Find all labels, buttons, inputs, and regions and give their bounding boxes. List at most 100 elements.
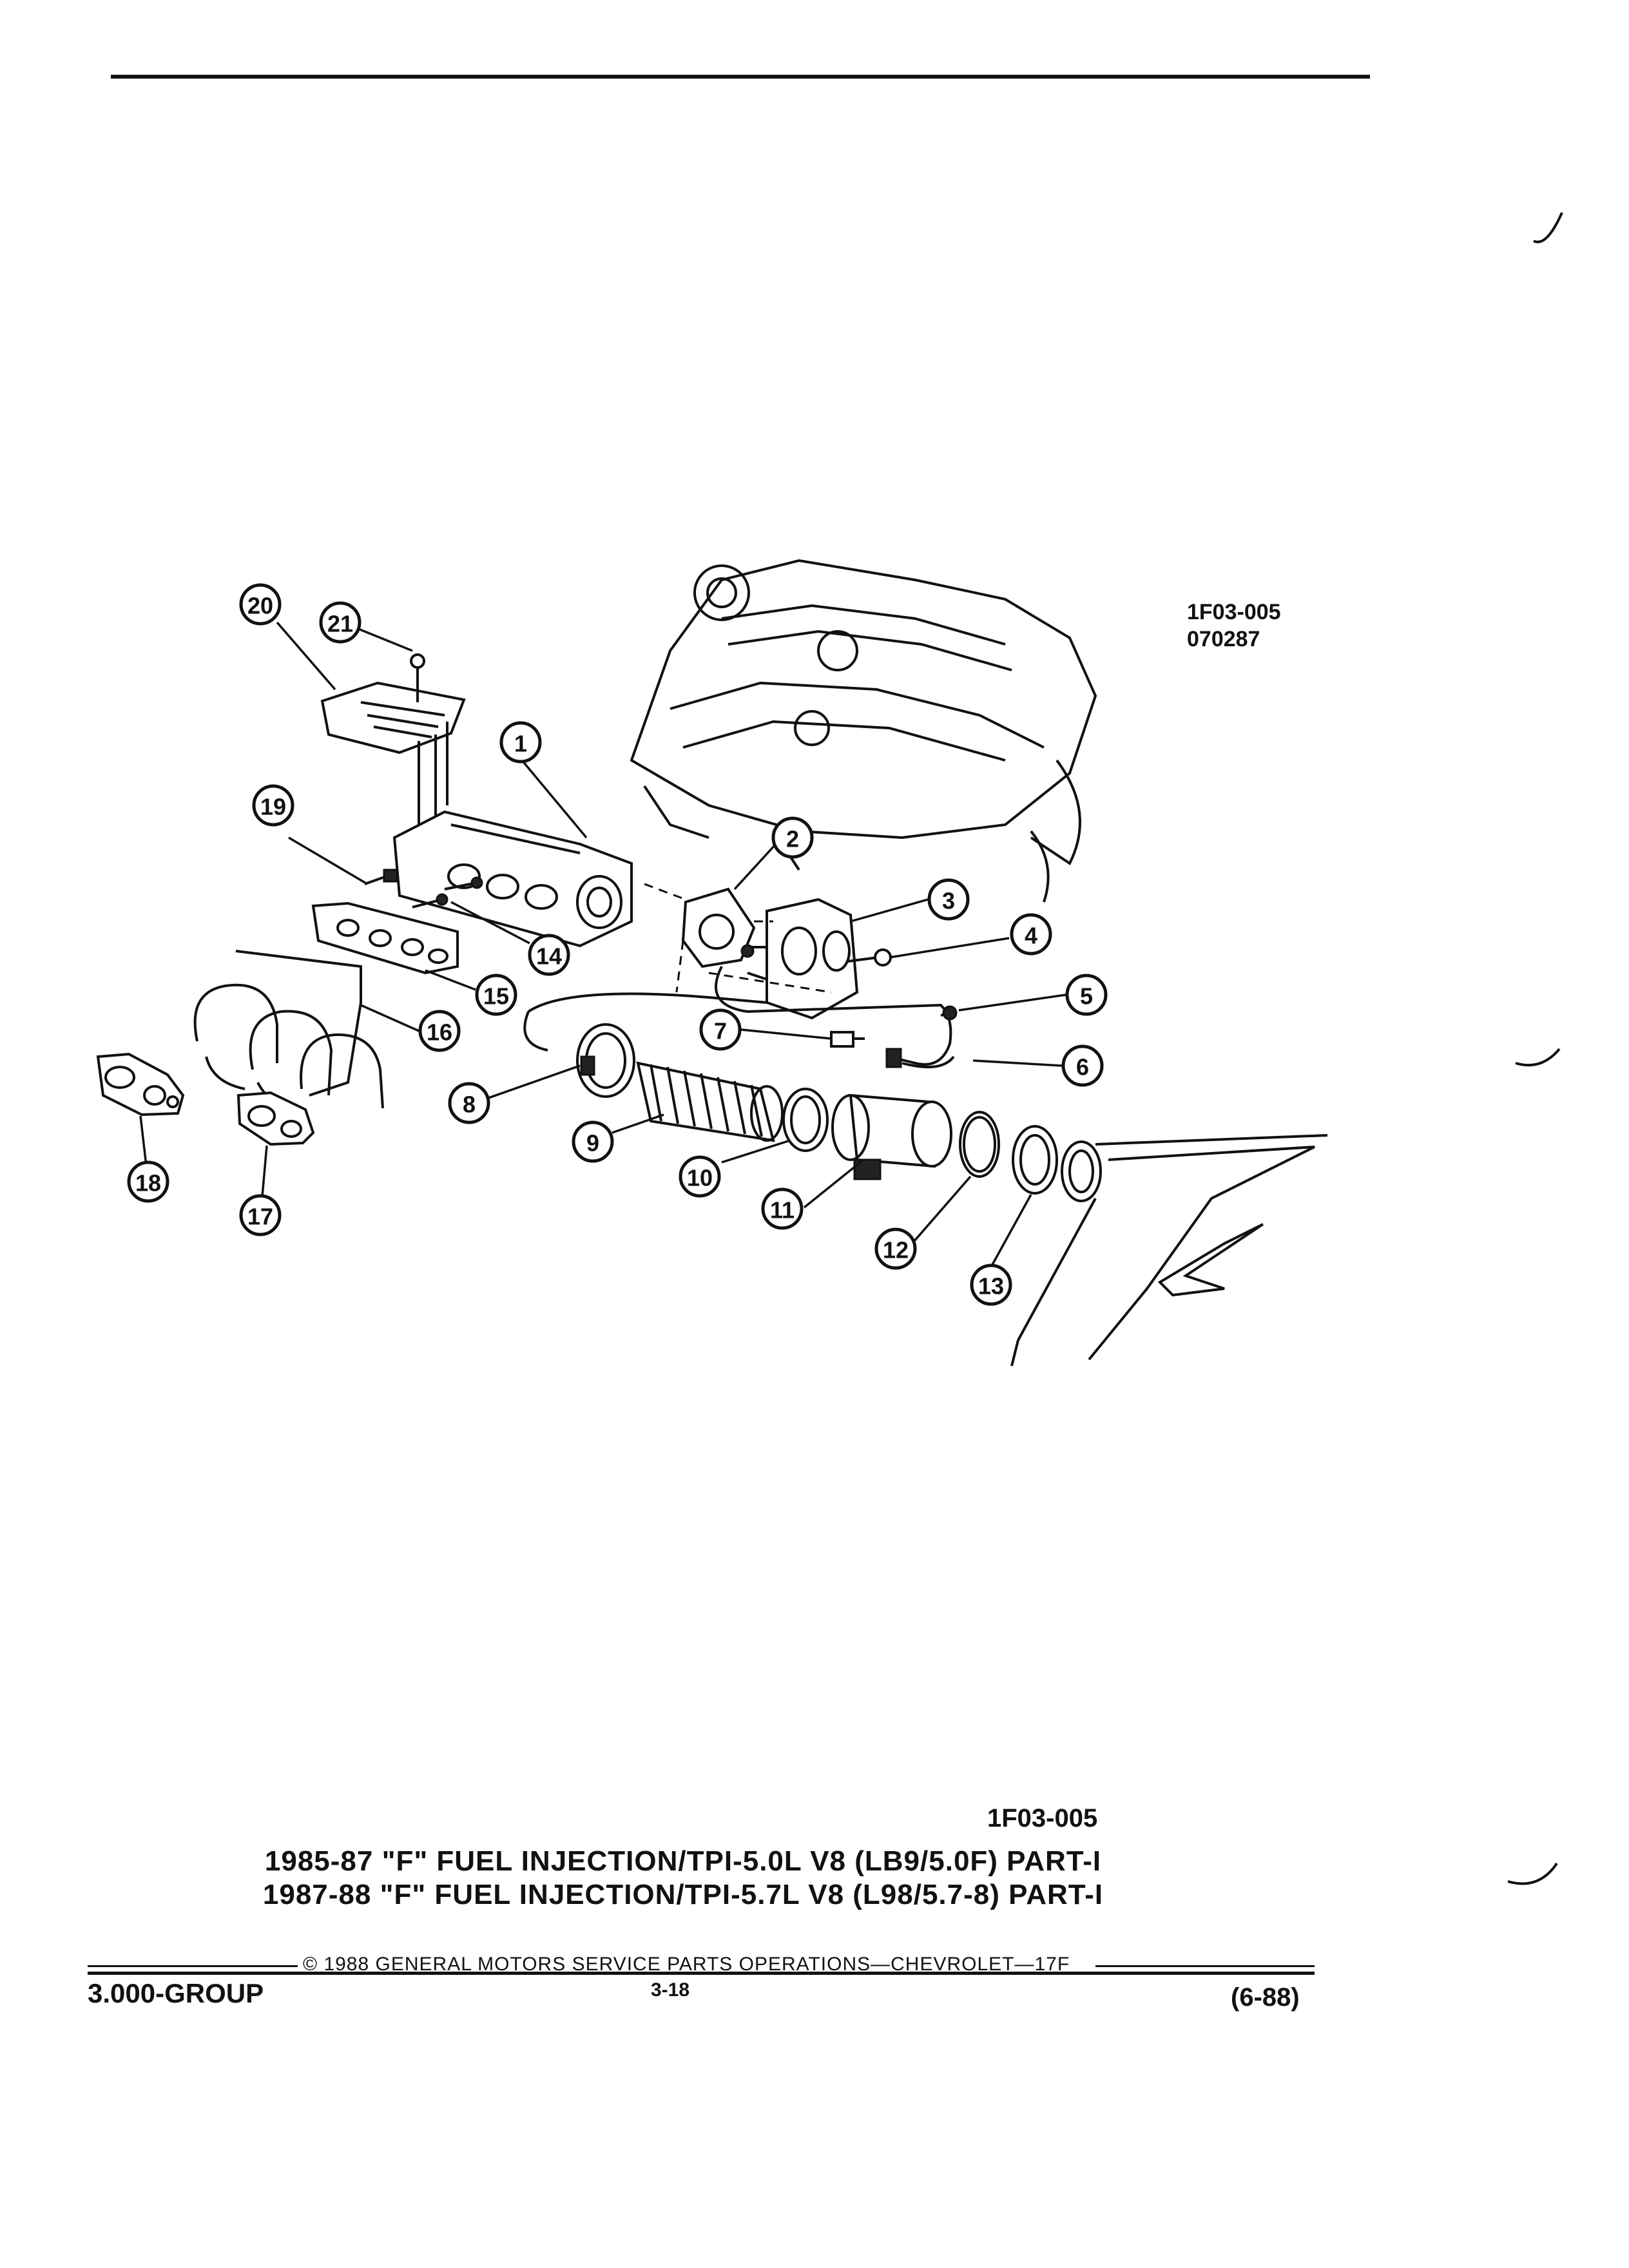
callout-5: 5 (1065, 974, 1108, 1016)
callout-20: 20 (239, 583, 282, 626)
callout-3: 3 (927, 878, 970, 921)
svg-text:9: 9 (586, 1130, 599, 1157)
plenum-gasket-part (311, 901, 459, 975)
plenum-cover-part (320, 681, 466, 754)
callout-10: 10 (679, 1155, 721, 1198)
svg-text:19: 19 (260, 794, 286, 820)
air-cleaner-clamp-part (1012, 1125, 1058, 1195)
caption-title-line1: 1985-87 "F" FUEL INJECTION/TPI-5.0L V8 (… (264, 1845, 1102, 1877)
svg-text:16: 16 (427, 1019, 452, 1046)
air-cleaner-housing (1010, 1134, 1328, 1367)
leader-line (488, 1064, 581, 1099)
throttle-body-part (740, 898, 859, 1020)
callout-1: 1 (499, 721, 542, 764)
engine-assembly-illustration (630, 559, 1097, 903)
footer-copyright: © 1988 GENERAL MOTORS SERVICE PARTS OPER… (303, 1954, 1070, 1975)
binding-mark (1507, 1862, 1558, 1885)
svg-text:10: 10 (687, 1165, 713, 1191)
leader-line (740, 1028, 832, 1040)
leader-line (276, 621, 336, 691)
small-gasket-part (236, 1091, 315, 1146)
binding-mark (1515, 1048, 1561, 1067)
callout-8: 8 (448, 1082, 490, 1124)
svg-text:17: 17 (247, 1204, 273, 1230)
figure-reference-code: 1F03-005 (1187, 600, 1281, 624)
runner-gasket-part (96, 1052, 185, 1117)
svg-text:4: 4 (1025, 923, 1037, 949)
svg-text:7: 7 (714, 1018, 727, 1044)
alignment-guide (644, 883, 832, 994)
leader-line (850, 898, 929, 923)
callout-7: 7 (699, 1008, 742, 1051)
leader-line (260, 1145, 268, 1204)
leader-line (909, 1175, 972, 1247)
callout-13: 13 (970, 1264, 1012, 1306)
svg-text:12: 12 (883, 1237, 909, 1264)
figure-reference-date: 070287 (1187, 627, 1260, 651)
callout-18: 18 (127, 1160, 169, 1203)
leader-line (972, 1059, 1063, 1067)
svg-text:11: 11 (770, 1197, 795, 1224)
svg-text:21: 21 (327, 611, 353, 637)
callout-16: 16 (418, 1010, 461, 1052)
callout-17: 17 (239, 1194, 282, 1236)
caption-code: 1F03-005 (987, 1804, 1098, 1832)
revision-date: (6-88) (1231, 1983, 1300, 2012)
callout-9: 9 (572, 1120, 614, 1163)
flex-duct-part (636, 1061, 784, 1142)
group-label: 3.000-GROUP (88, 1978, 264, 2008)
leader-line (450, 901, 530, 945)
leader-line (612, 1113, 664, 1134)
svg-text:20: 20 (247, 593, 273, 619)
ring-clamp-part (782, 1088, 829, 1152)
callout-6: 6 (1061, 1044, 1104, 1087)
intake-plenum-part (392, 810, 633, 948)
cover-bolt-part (410, 653, 425, 702)
vacuum-fitting-part (412, 876, 483, 908)
leader-line (425, 969, 476, 991)
svg-text:2: 2 (786, 826, 799, 852)
callout-14: 14 (528, 934, 570, 976)
leader-line (721, 1139, 791, 1164)
leader-line (988, 1194, 1032, 1270)
leader-line (360, 1004, 419, 1032)
svg-text:15: 15 (483, 983, 509, 1010)
svg-text:3: 3 (942, 888, 955, 914)
footer-rule-right (1095, 1965, 1315, 1967)
fitting-part (523, 992, 902, 1068)
leader-line (733, 843, 777, 890)
o-ring-part (959, 1111, 1000, 1178)
leader-line (803, 1158, 865, 1209)
svg-text:14: 14 (536, 943, 562, 970)
leader-line (521, 759, 588, 839)
leader-line (288, 836, 368, 885)
svg-text:18: 18 (135, 1170, 161, 1196)
footer-rule-bottom (88, 1972, 1315, 1975)
mass-air-flow-sensor-part (831, 1093, 952, 1180)
coolant-hose-part (715, 966, 958, 1069)
top-rule (111, 75, 1370, 79)
callout-19: 19 (252, 784, 294, 827)
caption-title-line2: 1987-88 "F" FUEL INJECTION/TPI-5.7L V8 (… (262, 1879, 1104, 1910)
sensor-fitting-part (364, 869, 398, 885)
binding-mark (1533, 212, 1563, 244)
footer-rule-left (88, 1965, 298, 1967)
callout-4: 4 (1010, 913, 1052, 956)
callout-15: 15 (475, 974, 517, 1016)
page-number: 3-18 (651, 1979, 690, 2001)
callout-12: 12 (874, 1227, 917, 1270)
svg-text:8: 8 (463, 1091, 476, 1118)
callout-11: 11 (761, 1187, 804, 1230)
svg-text:5: 5 (1080, 983, 1093, 1010)
intake-runners-part (193, 950, 384, 1110)
leader-line (889, 937, 1010, 959)
leader-line (358, 628, 413, 652)
callout-21: 21 (319, 601, 361, 644)
leader-line (958, 994, 1066, 1012)
svg-text:6: 6 (1076, 1054, 1089, 1081)
duct-clamp-part (576, 1023, 635, 1098)
svg-text:13: 13 (978, 1273, 1004, 1300)
callout-2: 2 (771, 816, 814, 859)
svg-text:1: 1 (514, 731, 527, 757)
